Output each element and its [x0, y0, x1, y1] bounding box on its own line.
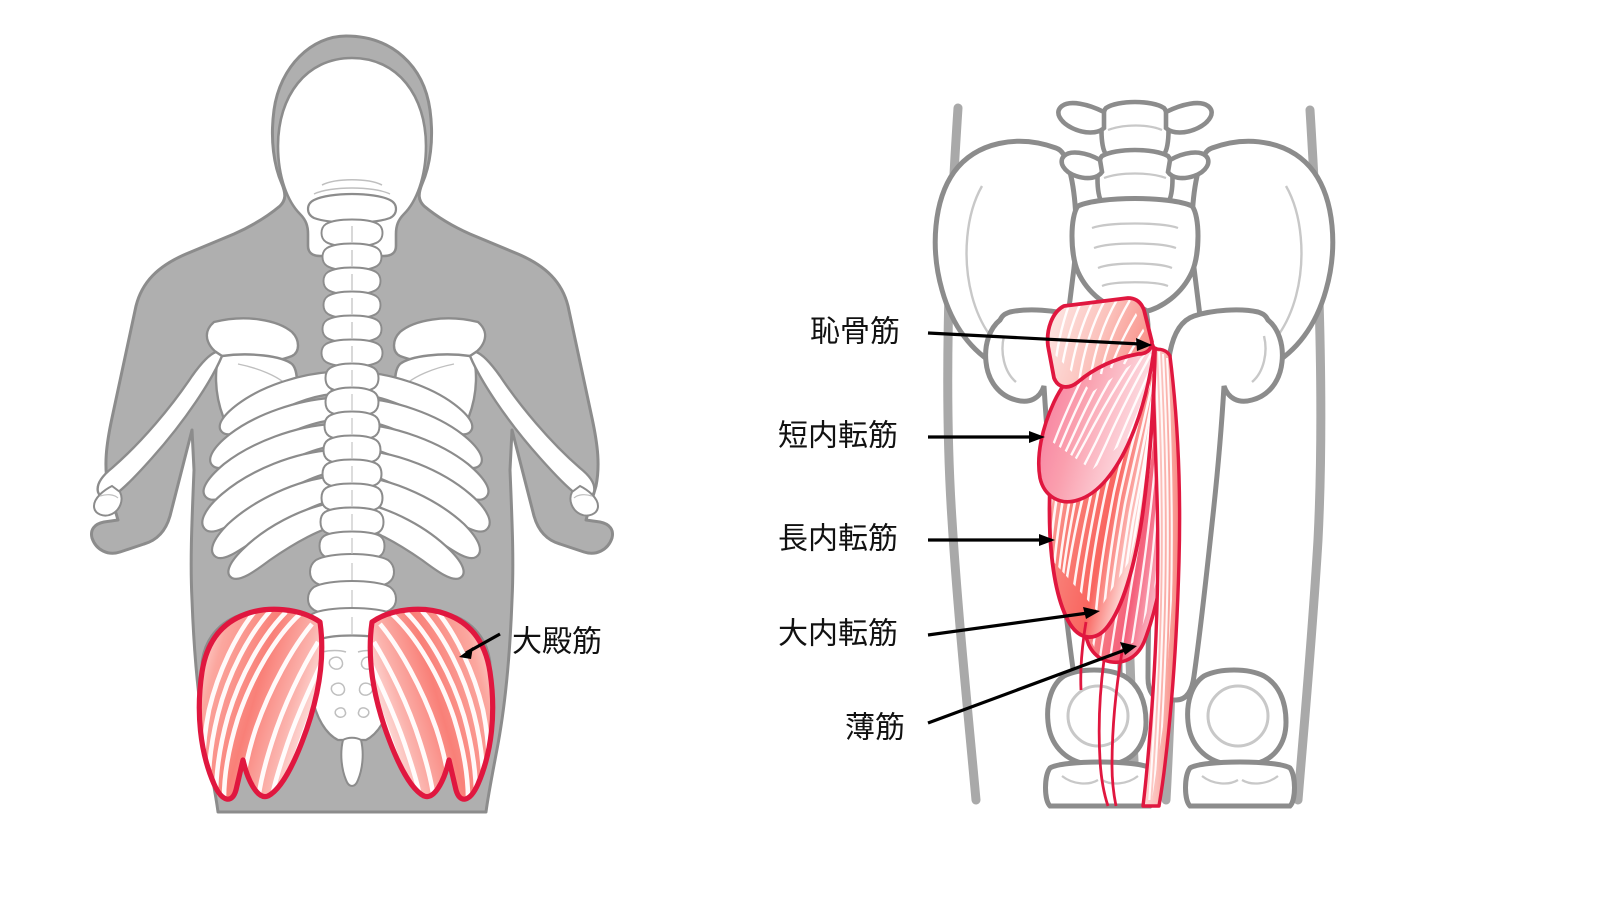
leader-line-adductor-brevis — [928, 431, 1045, 443]
label-text-gracilis: 薄筋 — [845, 711, 905, 746]
leader-line-adductor-longus — [928, 534, 1055, 546]
label-text-adductor-brevis: 短内転筋 — [778, 419, 898, 454]
label-text-adductor-longus: 長内転筋 — [778, 522, 898, 557]
right-panel-anterior-adductors: 恥骨筋 短内転筋 長内転筋 — [700, 0, 1600, 900]
label-gracilis: 薄筋 — [845, 642, 1137, 746]
leader-line-gracilis — [927, 642, 1137, 725]
humerus-left-bone — [92, 350, 224, 517]
cervical-vertebrae — [306, 192, 398, 368]
label-gluteus-maximus: 大殿筋 — [459, 625, 602, 660]
femur-right-bone — [1145, 307, 1297, 809]
adductor-brevis-muscle — [1036, 336, 1156, 504]
label-text-pectineus: 恥骨筋 — [810, 315, 900, 350]
left-panel-posterior-trunk: 大殿筋 — [0, 0, 700, 900]
humerus-right-bone — [468, 350, 600, 517]
label-adductor-longus: 長内転筋 — [778, 522, 1055, 557]
thoracolumbar-vertebrae — [305, 362, 399, 644]
label-adductor-brevis: 短内転筋 — [778, 419, 1045, 454]
adductor-tendon-slips — [1079, 621, 1124, 807]
leader-line-adductor-magnus — [927, 607, 1100, 637]
label-adductor-magnus: 大内転筋 — [778, 607, 1100, 652]
gracilis-muscle — [1141, 347, 1182, 808]
label-text-adductor-magnus: 大内転筋 — [778, 617, 898, 652]
leader-line-pectineus — [927, 331, 1152, 351]
leader-line-gluteus-maximus — [459, 632, 501, 659]
label-text-gluteus-maximus: 大殿筋 — [512, 625, 602, 660]
label-pectineus: 恥骨筋 — [810, 315, 1152, 351]
